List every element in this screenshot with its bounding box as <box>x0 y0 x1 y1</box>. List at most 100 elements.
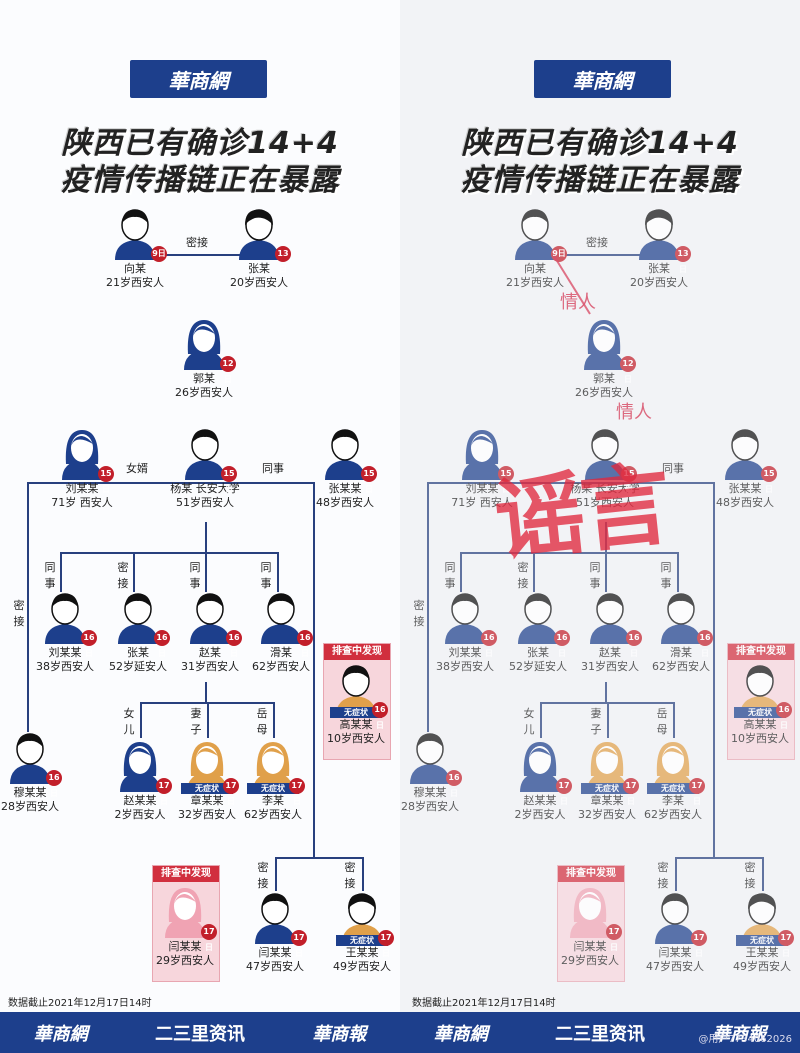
screening-label: 排查中发现 <box>324 644 390 660</box>
connector <box>205 522 207 552</box>
connector <box>605 682 607 702</box>
person-wang: 无症状 17日 王某某 49岁西安人 <box>307 892 400 973</box>
footer-logo-ersanli: 二三里资讯 <box>154 1023 245 1045</box>
connector <box>675 857 677 891</box>
person-yan-29: 17日 闫某某 29岁西安人 <box>130 886 240 967</box>
female-person-icon: 12日 <box>580 318 636 384</box>
person-zhang-48: 15日 张某某 48岁西安人 <box>290 428 400 509</box>
rel-qizi: 妻子 <box>190 707 202 736</box>
person-zhang-32: 无症状 17日 章某某 32岁西安人 <box>152 740 262 821</box>
person-mu: 16日 穆某某 28岁西安人 <box>0 732 85 813</box>
male-person-icon: 16日 <box>441 592 497 658</box>
male-person-icon: 15日 <box>321 428 377 494</box>
rel-mijie: 密接 <box>344 861 356 890</box>
connector <box>207 702 209 738</box>
female-person-icon: 15日 <box>58 428 114 494</box>
connector <box>540 702 542 738</box>
female-person-icon: 无症状 17日 <box>247 740 305 806</box>
person-yan-29: 17日 闫某某 29岁西安人 <box>535 886 645 967</box>
rel-mijie: 密接 <box>257 861 269 890</box>
rel-tongshi: 同事 <box>189 561 201 590</box>
connector <box>533 552 535 592</box>
person-liu-71: 15日 刘某某 71岁 西安人 <box>27 428 137 509</box>
male-person-icon: 9日 <box>111 208 167 262</box>
footer-logo-huashangwang: 華商網 <box>33 1023 88 1045</box>
male-person-icon: 16日 <box>186 592 242 658</box>
connector <box>140 702 142 738</box>
female-person-icon: 17日 <box>116 740 172 806</box>
male-person-icon: 13日 <box>635 208 691 274</box>
person-xiang: 9日 向某 21岁西安人 <box>480 208 590 289</box>
rel-mijie: 密接 <box>13 599 25 628</box>
rel-nvxu: 女婿 <box>126 462 148 475</box>
connector <box>673 702 675 738</box>
child-person-icon: 无症状 16日 <box>734 664 792 730</box>
person-wang: 无症状 17日 王某某 49岁西安人 <box>707 892 800 973</box>
male-person-icon: 16日 <box>657 592 713 658</box>
connector <box>205 552 207 592</box>
male-person-icon: 16日 <box>406 732 462 798</box>
person-yan-47: 17日 闫某某 47岁西安人 <box>220 892 330 973</box>
connector <box>277 552 279 592</box>
title-line1: 陕西已有确诊14+4 <box>61 126 339 161</box>
footer-logo-ersanli: 二三里资讯 <box>554 1023 645 1045</box>
male-person-icon: 16日 <box>257 592 313 658</box>
male-person-icon: 17日 <box>651 892 707 958</box>
connector <box>427 482 715 484</box>
male-person-icon: 16日 <box>6 732 62 798</box>
person-liu-38: 16日 刘某某 38岁西安人 <box>410 592 520 673</box>
title-line1: 陕西已有确诊14+4 <box>461 126 739 161</box>
male-person-icon: 13日 <box>235 208 291 274</box>
person-zhao-2: 17日 赵某某 2岁西安人 <box>485 740 595 821</box>
title-line2: 疫情传播链正在暴露 <box>460 163 740 198</box>
male-person-icon: 9日 <box>511 208 567 262</box>
huashang-logo: 華商網 <box>130 60 267 98</box>
connector <box>133 552 135 592</box>
male-person-icon: 无症状 17日 <box>736 892 794 958</box>
data-cutoff-note: 数据截止2021年12月17日14时 <box>8 998 152 1009</box>
connector <box>762 857 764 891</box>
rel-qizi: 妻子 <box>590 707 602 736</box>
person-guo: 12日 郭某 26岁西安人 <box>549 318 659 399</box>
rel-mijie: 密接 <box>517 561 529 590</box>
connector <box>675 857 763 859</box>
footer-logo-huashangbao: 華商報 <box>312 1023 367 1045</box>
screening-box: 排查中发现 <box>727 643 795 760</box>
data-cutoff-note: 数据截止2021年12月17日14时 <box>412 998 556 1009</box>
person-li: 无症状 17日 李某 62岁西安人 <box>618 740 728 821</box>
male-person-icon: 16日 <box>114 592 170 658</box>
connector <box>560 254 640 256</box>
screening-label: 排查中发现 <box>153 866 219 882</box>
person-gao: 无症状 16日 高某某 10岁西安人 <box>301 664 400 745</box>
person-yang: 15日 杨某 长安大学 51岁西安人 <box>550 428 660 509</box>
connector <box>273 702 275 738</box>
male-person-icon: 15日 <box>581 428 637 494</box>
connector <box>713 482 715 857</box>
person-mu: 16日 穆某某 28岁西安人 <box>400 732 485 813</box>
person-liu-38: 16日 刘某某 38岁西安人 <box>10 592 120 673</box>
title-line2: 疫情传播链正在暴露 <box>60 163 340 198</box>
annotation-rumor: 谣言 <box>489 452 672 575</box>
connector <box>205 682 207 702</box>
person-zhang-52: 16日 张某 52岁延安人 <box>83 592 193 673</box>
rel-tongshi: 同事 <box>262 462 284 475</box>
person-xiang: 9日 向某 21岁西安人 <box>80 208 190 289</box>
female-person-icon: 无症状 17日 <box>581 740 639 806</box>
connector <box>605 552 607 592</box>
footer-bar: 華商網 二三里资讯 華商報 <box>400 1012 800 1053</box>
female-person-icon: 无症状 17日 <box>647 740 705 806</box>
rel-mijie: 密接 <box>186 236 208 249</box>
rel-mijie: 密接 <box>413 599 425 628</box>
person-zhao-31: 16日 赵某 31岁西安人 <box>155 592 265 673</box>
connector <box>60 552 278 554</box>
person-gao: 无症状 16日 高某某 10岁西安人 <box>705 664 800 745</box>
person-li: 无症状 17日 李某 62岁西安人 <box>218 740 328 821</box>
child-person-icon: 无症状 16日 <box>330 664 388 730</box>
watermark: @用户7734062026 <box>698 1034 792 1045</box>
rel-tongshi: 同事 <box>589 561 601 590</box>
male-person-icon: 无症状 17日 <box>336 892 394 958</box>
person-zhang-32: 无症状 17日 章某某 32岁西安人 <box>552 740 662 821</box>
connector <box>275 857 277 891</box>
rel-mijie: 密接 <box>117 561 129 590</box>
connector <box>313 482 315 857</box>
